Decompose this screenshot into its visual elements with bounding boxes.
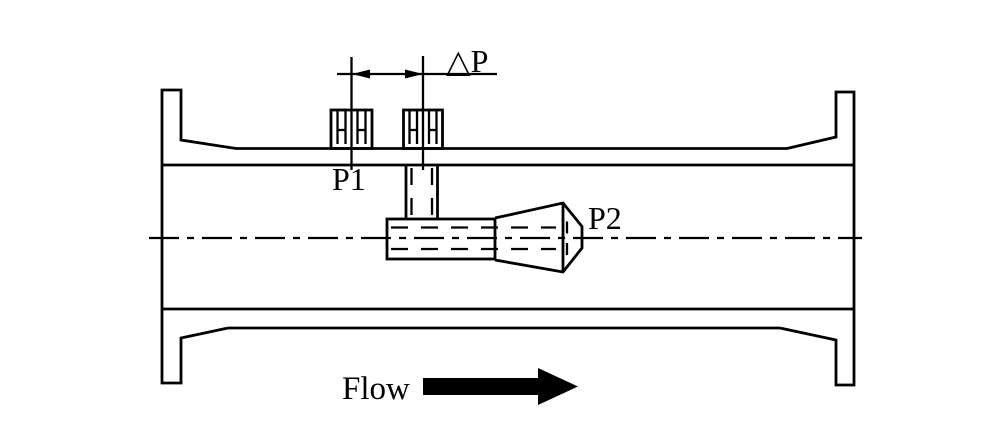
label-p2: P2 <box>588 200 622 236</box>
left-flange <box>160 88 237 385</box>
dimension-arrow-right-icon <box>405 69 423 79</box>
cone-outline <box>494 201 584 274</box>
right-flange <box>779 90 856 387</box>
label-delta-p: △P <box>446 43 488 79</box>
support-body-outline <box>385 217 497 261</box>
cone-support-stem <box>404 165 439 219</box>
dimension-arrow-left-icon <box>352 69 370 79</box>
pressure-tap-p1 <box>329 57 374 170</box>
label-flow: Flow <box>342 371 410 407</box>
label-p1: P1 <box>332 161 366 197</box>
cone-element <box>494 201 584 274</box>
flow-arrow-icon <box>423 368 578 405</box>
cone-support-body <box>385 217 569 261</box>
pipe-walls <box>162 147 854 330</box>
dimension-delta-p <box>337 69 497 79</box>
